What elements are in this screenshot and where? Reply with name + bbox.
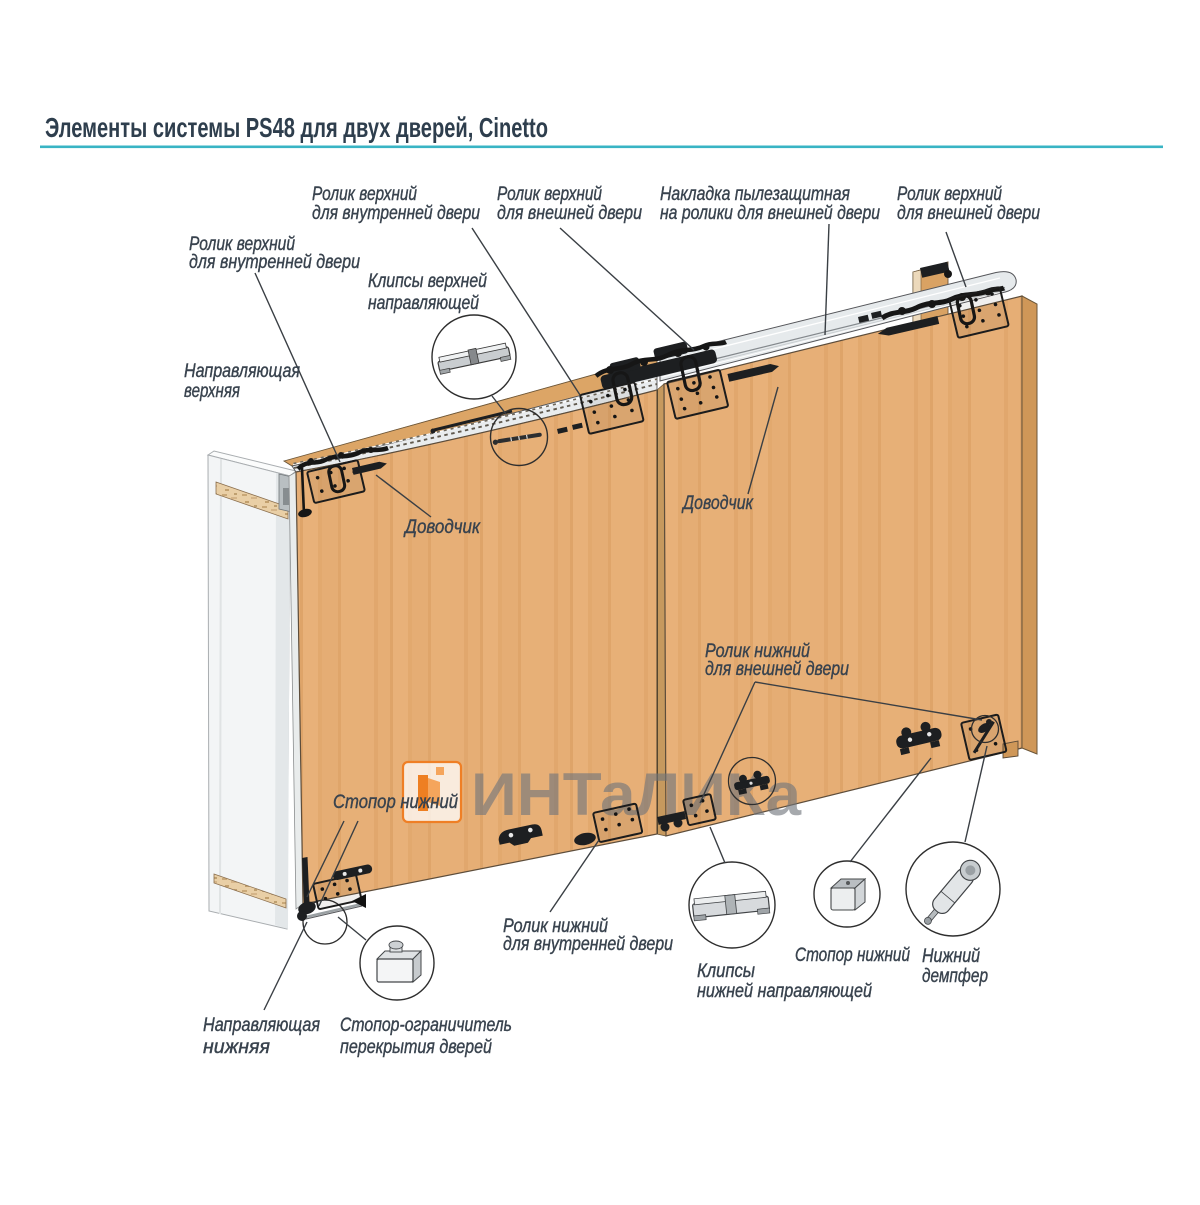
- svg-text:Нижний: Нижний: [922, 946, 980, 967]
- svg-text:Накладка пылезащитная: Накладка пылезащитная: [660, 184, 850, 205]
- svg-text:для внешней двери: для внешней двери: [497, 203, 642, 224]
- svg-text:верхняя: верхняя: [184, 381, 240, 402]
- svg-text:Ролик нижний: Ролик нижний: [705, 641, 810, 662]
- svg-text:Стопор нижний: Стопор нижний: [333, 792, 458, 813]
- svg-text:на ролики для внешней двери: на ролики для внешней двери: [660, 203, 880, 224]
- svg-text:Клипсы: Клипсы: [697, 961, 755, 982]
- svg-text:Ролик верхний: Ролик верхний: [189, 234, 295, 255]
- svg-text:нижняя: нижняя: [203, 1037, 270, 1058]
- svg-text:Элементы системы PS48 для двух: Элементы системы PS48 для двух дверей, C…: [45, 112, 548, 143]
- svg-text:Доводчик: Доводчик: [403, 517, 481, 538]
- svg-text:Направляющая: Направляющая: [203, 1015, 320, 1036]
- svg-text:направляющей: направляющей: [368, 293, 479, 314]
- svg-text:нижней направляющей: нижней направляющей: [697, 981, 872, 1002]
- svg-text:Ролик верхний: Ролик верхний: [497, 184, 602, 205]
- svg-text:для внутренней двери: для внутренней двери: [312, 203, 480, 224]
- svg-text:для внутренней двери: для внутренней двери: [189, 252, 360, 273]
- svg-text:для внешней двери: для внешней двери: [705, 659, 849, 680]
- svg-text:для внешней двери: для внешней двери: [897, 203, 1040, 224]
- svg-text:Направляющая: Направляющая: [184, 361, 300, 382]
- svg-text:Доводчик: Доводчик: [681, 493, 754, 514]
- svg-text:Ролик нижний: Ролик нижний: [503, 916, 608, 937]
- svg-text:перекрытия дверей: перекрытия дверей: [340, 1037, 492, 1058]
- svg-text:демпфер: демпфер: [922, 966, 988, 987]
- svg-text:для внутренней двери: для внутренней двери: [503, 934, 673, 955]
- svg-text:Ролик верхний: Ролик верхний: [312, 184, 417, 205]
- svg-text:Клипсы верхней: Клипсы верхней: [368, 271, 487, 292]
- svg-text:Стопор-ограничитель: Стопор-ограничитель: [340, 1015, 512, 1036]
- svg-text:Стопор нижний: Стопор нижний: [795, 945, 910, 966]
- svg-text:ИНТаЛИКа: ИНТаЛИКа: [471, 761, 802, 828]
- svg-text:Ролик верхний: Ролик верхний: [897, 184, 1002, 205]
